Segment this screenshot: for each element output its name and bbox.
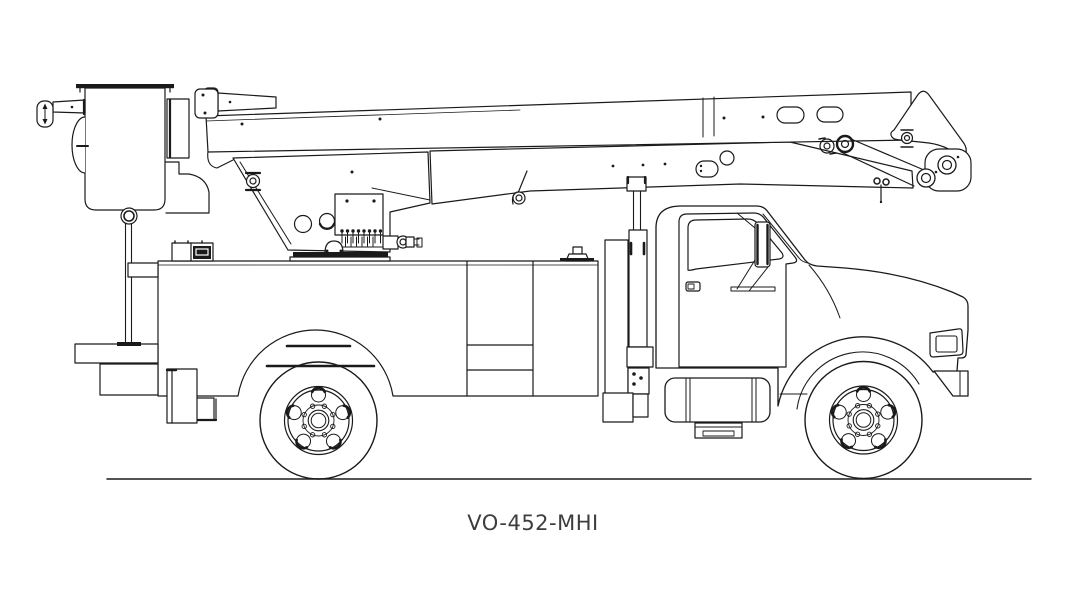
grab-bar: [730, 286, 776, 292]
drawing-label: VO-452-MHI: [467, 511, 598, 535]
rear-bumper-step: [74, 343, 159, 364]
front-fender-inner-arc: [796, 351, 920, 410]
headlight: [929, 328, 964, 358]
utility-body: [74, 240, 599, 424]
boom-top-rail: [217, 92, 277, 112]
boom-pivot-pin: [245, 173, 261, 189]
outrigger-outer-tube: [604, 239, 629, 396]
link-pivot: [835, 134, 855, 154]
step-bracket: [196, 397, 217, 421]
lift-cylinder: [626, 175, 647, 231]
outrigger-bracket: [626, 346, 654, 368]
support-pole: [117, 223, 159, 346]
hood-side-line: [808, 264, 841, 319]
windshield-pillar-line: [762, 213, 809, 264]
equipment-box: [171, 240, 214, 262]
outrigger-block: [627, 367, 650, 395]
hanging-pin: [873, 177, 890, 204]
bucket-handle: [36, 98, 86, 128]
link-pivot: [819, 138, 835, 154]
rear-step-box: [99, 363, 159, 396]
bucket-mount-plate: [166, 98, 190, 159]
boom-slot: [695, 160, 719, 178]
bucket-support-arm: [164, 161, 210, 214]
pedestal-turret: [232, 151, 517, 262]
boom-slot: [816, 106, 844, 123]
door-handle: [685, 281, 701, 292]
link-pivot: [916, 168, 936, 188]
front-bumper: [933, 370, 969, 397]
boom-hole: [719, 150, 735, 166]
turret-base-plate: [293, 252, 388, 257]
pole-bracket: [127, 262, 159, 278]
tip-mount-block: [194, 88, 219, 119]
valve-bank: [324, 193, 423, 254]
cab: [655, 205, 969, 410]
tank-step: [694, 422, 743, 439]
clevis-pin: [512, 191, 526, 205]
bucket-rim: [76, 84, 174, 89]
outrigger: [602, 229, 654, 423]
hose-hump: [324, 240, 344, 254]
boom-slot: [776, 106, 805, 124]
rear-wheel: [258, 360, 379, 481]
front-wheel: [803, 360, 924, 480]
fuel-fill-cap: [560, 246, 594, 262]
boom-tip-plate: [890, 90, 967, 162]
turret-hole: [293, 214, 313, 234]
side-mirror: [730, 212, 776, 292]
lower-boom: [429, 141, 914, 231]
bucket-platform: [36, 84, 219, 346]
bucket-body: [84, 87, 166, 211]
boom-elbow-linkage: [818, 90, 972, 204]
outrigger-foot: [602, 392, 634, 423]
fuel-tank: [664, 377, 771, 439]
